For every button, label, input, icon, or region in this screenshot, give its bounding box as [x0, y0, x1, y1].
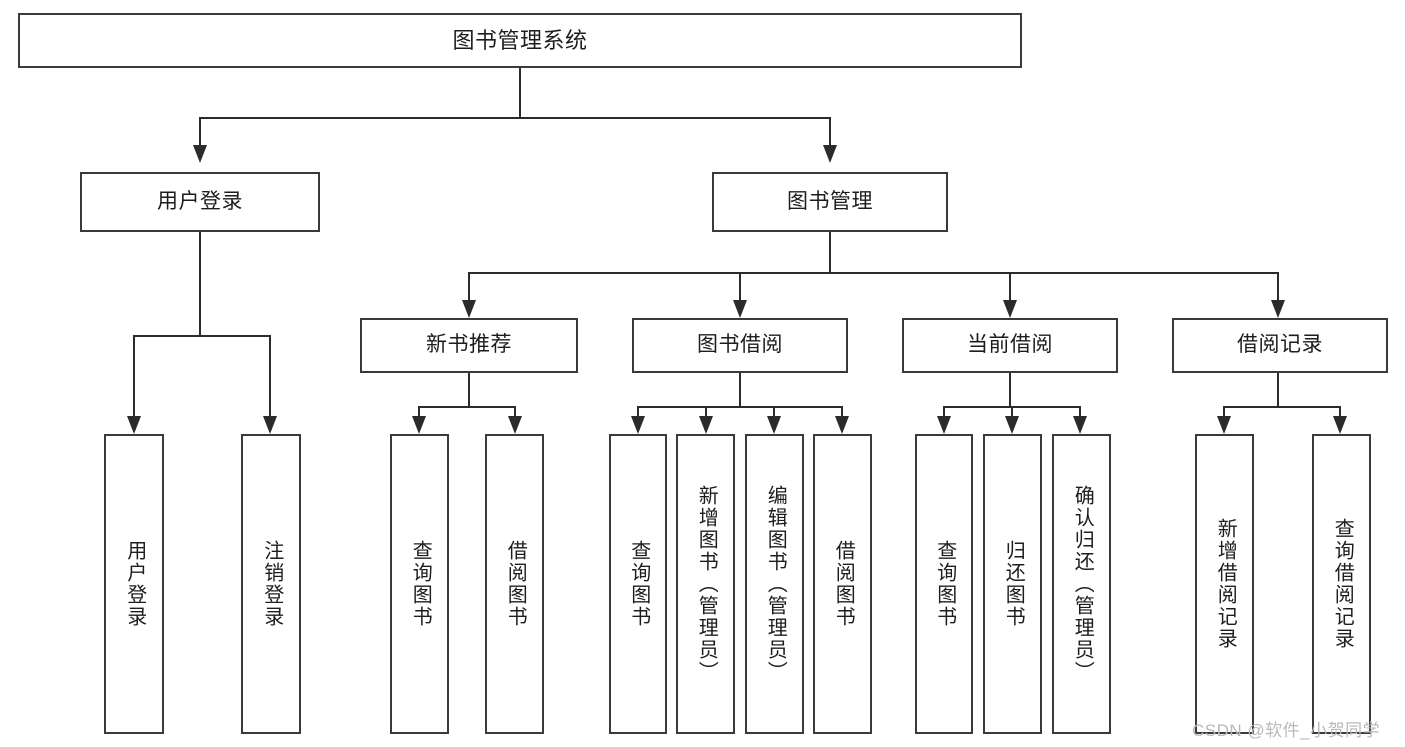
node-current-borrow[interactable]: 当前借阅: [902, 318, 1118, 373]
node-leaf-add-book-admin[interactable]: 新增图书（管理员）: [676, 434, 735, 734]
node-new-book-rec-label: 新书推荐: [426, 333, 512, 357]
edge-root-drop-right: [829, 117, 831, 145]
arrow-to-leaf-user-login: [127, 416, 141, 434]
edge-root-bus: [199, 117, 831, 119]
node-leaf-query-book-1[interactable]: 查询图书: [390, 434, 449, 734]
node-leaf-logout[interactable]: 注销登录: [241, 434, 301, 734]
node-user-login-label: 用户登录: [157, 189, 243, 213]
node-leaf-user-login-label: 用户登录: [123, 540, 146, 628]
arrow-to-book-borrow: [733, 300, 747, 318]
edge-book-borrow-stem: [739, 373, 741, 407]
edge-current-borrow-drop-2: [1011, 406, 1013, 418]
node-leaf-return-book[interactable]: 归还图书: [983, 434, 1042, 734]
edge-new-book-rec-bus: [418, 406, 516, 408]
arrow-to-leaf-borrow-book-1: [508, 416, 522, 434]
node-borrow-record[interactable]: 借阅记录: [1172, 318, 1388, 373]
node-leaf-query-book-3[interactable]: 查询图书: [915, 434, 973, 734]
node-book-borrow[interactable]: 图书借阅: [632, 318, 848, 373]
arrow-to-current-borrow: [1003, 300, 1017, 318]
node-book-manage-label: 图书管理: [787, 189, 873, 213]
node-new-book-rec[interactable]: 新书推荐: [360, 318, 578, 373]
node-leaf-borrow-book-2[interactable]: 借阅图书: [813, 434, 872, 734]
edge-book-borrow-bus: [637, 406, 843, 408]
arrow-to-leaf-borrow-book-2: [835, 416, 849, 434]
node-book-manage[interactable]: 图书管理: [712, 172, 948, 232]
node-leaf-query-book-1-label: 查询图书: [409, 540, 432, 628]
node-leaf-query-book-2[interactable]: 查询图书: [609, 434, 667, 734]
node-leaf-borrow-book-2-label: 借阅图书: [832, 540, 855, 628]
node-leaf-add-book-admin-label: 新增图书（管理员）: [695, 485, 718, 683]
edge-new-book-rec-drop-1: [418, 406, 420, 418]
edge-borrow-record-drop-1: [1223, 406, 1225, 418]
node-leaf-query-borrow-record-label: 查询借阅记录: [1331, 518, 1354, 650]
edge-book-manage-drop-3: [1009, 272, 1011, 300]
edge-user-login-drop-2: [269, 335, 271, 416]
node-leaf-return-book-label: 归还图书: [1002, 540, 1025, 628]
edge-book-borrow-drop-1: [637, 406, 639, 418]
edge-book-borrow-drop-3: [773, 406, 775, 418]
node-leaf-add-borrow-record[interactable]: 新增借阅记录: [1195, 434, 1254, 734]
node-root[interactable]: 图书管理系统: [18, 13, 1022, 68]
edge-current-borrow-stem: [1009, 373, 1011, 407]
node-leaf-query-book-2-label: 查询图书: [627, 540, 650, 628]
edge-new-book-rec-drop-2: [514, 406, 516, 418]
edge-book-borrow-drop-2: [705, 406, 707, 418]
node-user-login[interactable]: 用户登录: [80, 172, 320, 232]
edge-borrow-record-drop-2: [1339, 406, 1341, 418]
arrow-to-leaf-logout: [263, 416, 277, 434]
node-leaf-borrow-book-1[interactable]: 借阅图书: [485, 434, 544, 734]
node-leaf-borrow-book-1-label: 借阅图书: [504, 540, 527, 628]
node-leaf-edit-book-admin[interactable]: 编辑图书（管理员）: [745, 434, 804, 734]
arrow-to-new-book-rec: [462, 300, 476, 318]
arrow-to-leaf-query-book-2: [631, 416, 645, 434]
node-leaf-logout-label: 注销登录: [260, 540, 283, 628]
edge-new-book-rec-stem: [468, 373, 470, 407]
edge-current-borrow-drop-1: [943, 406, 945, 418]
node-leaf-edit-book-admin-label: 编辑图书（管理员）: [764, 485, 787, 683]
arrow-to-leaf-edit-book-admin: [767, 416, 781, 434]
edge-book-manage-drop-2: [739, 272, 741, 300]
node-leaf-query-borrow-record[interactable]: 查询借阅记录: [1312, 434, 1371, 734]
edge-book-manage-stem: [829, 232, 831, 273]
edge-book-manage-bus: [468, 272, 1279, 274]
arrow-to-leaf-return-book: [1005, 416, 1019, 434]
edge-current-borrow-drop-3: [1079, 406, 1081, 418]
edge-book-manage-drop-1: [468, 272, 470, 300]
node-book-borrow-label: 图书借阅: [697, 333, 783, 357]
edge-user-login-bus: [133, 335, 271, 337]
node-borrow-record-label: 借阅记录: [1237, 333, 1323, 357]
edge-book-borrow-drop-4: [841, 406, 843, 418]
node-leaf-confirm-return-admin[interactable]: 确认归还（管理员）: [1052, 434, 1111, 734]
node-current-borrow-label: 当前借阅: [967, 333, 1053, 357]
arrow-to-leaf-add-book-admin: [699, 416, 713, 434]
arrow-to-leaf-confirm-return-admin: [1073, 416, 1087, 434]
edge-root-drop-left: [199, 117, 201, 145]
arrow-to-user-login: [193, 145, 207, 163]
arrow-to-leaf-query-book-1: [412, 416, 426, 434]
arrow-to-leaf-query-book-3: [937, 416, 951, 434]
arrow-to-leaf-query-borrow-record: [1333, 416, 1347, 434]
edge-user-login-drop-1: [133, 335, 135, 416]
edge-borrow-record-bus: [1223, 406, 1341, 408]
node-root-label: 图书管理系统: [452, 27, 588, 53]
edge-root-stem: [519, 68, 521, 117]
arrow-to-book-manage: [823, 145, 837, 163]
arrow-to-borrow-record: [1271, 300, 1285, 318]
arrow-to-leaf-add-borrow-record: [1217, 416, 1231, 434]
node-leaf-query-book-3-label: 查询图书: [933, 540, 956, 628]
edge-borrow-record-stem: [1277, 373, 1279, 407]
node-leaf-user-login[interactable]: 用户登录: [104, 434, 164, 734]
node-leaf-add-borrow-record-label: 新增借阅记录: [1214, 518, 1237, 650]
edge-book-manage-drop-4: [1277, 272, 1279, 300]
node-leaf-confirm-return-admin-label: 确认归还（管理员）: [1071, 485, 1094, 683]
edge-user-login-stem: [199, 232, 201, 336]
